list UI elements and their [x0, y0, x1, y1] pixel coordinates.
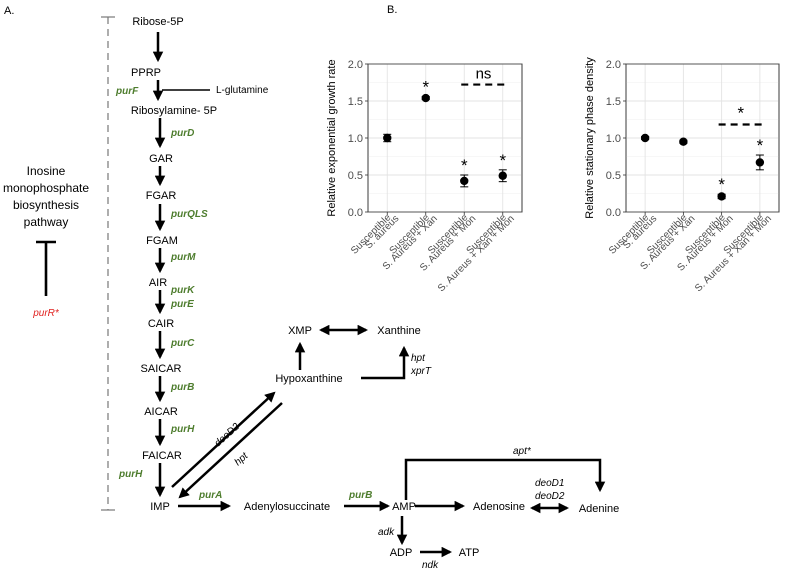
enzyme-purA: purA: [198, 490, 222, 501]
growth-chart-ytick-label: 0.5: [348, 170, 363, 182]
salvage-arrows: [171, 324, 410, 499]
panel-label-a: A.: [4, 5, 14, 17]
density-chart-ytick-label: 1.5: [606, 96, 621, 108]
enzyme-purB-chain: purB: [170, 382, 194, 393]
growth-chart-point: [498, 171, 507, 180]
purR-label: purR*: [32, 308, 60, 319]
chain-arrows: [152, 32, 166, 498]
growth-chart-point: [421, 93, 430, 103]
density-chart-significance: *: [757, 136, 764, 155]
metabolite-hypoxanthine: Hypoxanthine: [275, 373, 342, 385]
metabolite-faicar: FAICAR: [142, 450, 182, 462]
enzyme-purM: purM: [170, 252, 196, 263]
glutamine-label: L-glutamine: [216, 85, 269, 96]
metabolite-saicar: SAICAR: [141, 363, 182, 375]
density-chart-comparison-label: *: [737, 104, 744, 123]
density-chart-point: [717, 192, 726, 201]
side-label-line-4: pathway: [24, 215, 69, 229]
enzyme-purH-chain: purH: [170, 424, 195, 435]
enzyme-adk: adk: [378, 527, 395, 538]
metabolite-fgam: FGAM: [146, 235, 178, 247]
metabolite-ribosylamine: Ribosylamine- 5P: [131, 105, 217, 117]
enzyme-purF: purF: [115, 86, 139, 97]
growth-chart-significance: *: [499, 151, 506, 170]
metabolite-xanthine: Xanthine: [377, 325, 420, 337]
pathway-bracket: [101, 16, 115, 511]
metabolite-atp: ATP: [459, 547, 480, 559]
density-chart-ytick-label: 0.0: [606, 207, 621, 219]
metabolite-air: AIR: [149, 277, 167, 289]
enzyme-purE: purE: [170, 299, 194, 310]
growth-chart-ytick-label: 0.0: [348, 207, 363, 219]
metabolite-adenine: Adenine: [579, 503, 619, 515]
metabolite-ribose5p: Ribose-5P: [132, 16, 183, 28]
density-chart-point: [679, 137, 688, 146]
enzyme-purQLS: purQLS: [170, 209, 208, 220]
density-chart-significance: *: [718, 175, 725, 194]
metabolite-fgar: FGAR: [146, 190, 177, 202]
metabolite-xmp: XMP: [288, 325, 312, 337]
enzyme-hpt-imp: hpt: [233, 450, 252, 468]
metabolite-pprp: PPRP: [131, 67, 161, 79]
growth-rate-chart: 0.0 0.5 1.0 1.5 2.0 Relative exponential grow…: [326, 59, 523, 294]
enzyme-deoD1: deoD1: [535, 478, 564, 489]
metabolite-aicar: AICAR: [144, 406, 178, 418]
enzyme-purB-branch: purB: [348, 490, 372, 501]
density-chart-ytick-label: 1.0: [606, 133, 621, 145]
arrow-hypoxanthine-imp: [178, 402, 283, 499]
growth-chart-comparison-label: ns: [476, 66, 492, 83]
enzyme-xprT: xprT: [410, 366, 432, 377]
growth-chart-significance: *: [422, 78, 429, 97]
density-chart-xtick-label: S. Aureus + Xan + Mon: [693, 213, 774, 294]
metabolite-adenylosuccinate: Adenylosuccinate: [244, 501, 330, 513]
panel-label-b: B.: [387, 4, 397, 16]
density-chart-ytick-label: 2.0: [606, 59, 621, 71]
growth-chart-significance: *: [461, 156, 468, 175]
growth-chart-ytick-label: 1.5: [348, 96, 363, 108]
pathway-side-label: Inosine monophosphate biosynthesis pathw…: [3, 164, 89, 229]
density-chart-ytick-label: 0.5: [606, 170, 621, 182]
enzyme-ndk: ndk: [422, 560, 439, 569]
growth-chart-point: [460, 176, 469, 186]
growth-chart-point: [383, 133, 392, 143]
side-label-line-1: Inosine: [27, 164, 66, 178]
metabolite-amp: AMP: [392, 501, 416, 513]
stationary-density-chart: 0.0 0.5 1.0 1.5 2.0 Relative stationary phase…: [584, 57, 780, 294]
arrow-amp-adenine-apt: [404, 458, 606, 500]
metabolite-imp: IMP: [150, 501, 170, 513]
growth-chart-ytick-label: 1.0: [348, 133, 363, 145]
metabolite-cair: CAIR: [148, 318, 174, 330]
side-label-line-3: biosynthesis: [13, 198, 79, 212]
density-chart-point: [755, 158, 765, 167]
enzyme-purH-faicar: purH: [118, 469, 143, 480]
growth-chart-ylabel: Relative exponential growth rate: [326, 59, 338, 216]
density-chart-ylabel: Relative stationary phase density: [584, 57, 596, 219]
arrow-imp-hypoxanthine: [171, 391, 276, 488]
arrow-xanthine-hypoxanthine: [361, 345, 410, 380]
enzyme-purC: purC: [170, 338, 195, 349]
side-label-line-2: monophosphate: [3, 181, 89, 195]
enzyme-apt: apt*: [513, 446, 532, 457]
enzyme-purD: purD: [170, 128, 194, 139]
metabolite-adenosine: Adenosine: [473, 501, 525, 513]
enzyme-hpt-xanthine: hpt: [411, 353, 426, 364]
purine-branch-arrows: [178, 458, 606, 558]
metabolite-adp: ADP: [390, 547, 413, 559]
enzyme-deoD2-adenosine: deoD2: [535, 491, 565, 502]
enzyme-purK: purK: [170, 285, 195, 296]
repression-symbol: [36, 240, 56, 296]
growth-chart-ytick-label: 2.0: [348, 59, 363, 71]
metabolite-gar: GAR: [149, 153, 173, 165]
density-chart-point: [640, 133, 650, 143]
